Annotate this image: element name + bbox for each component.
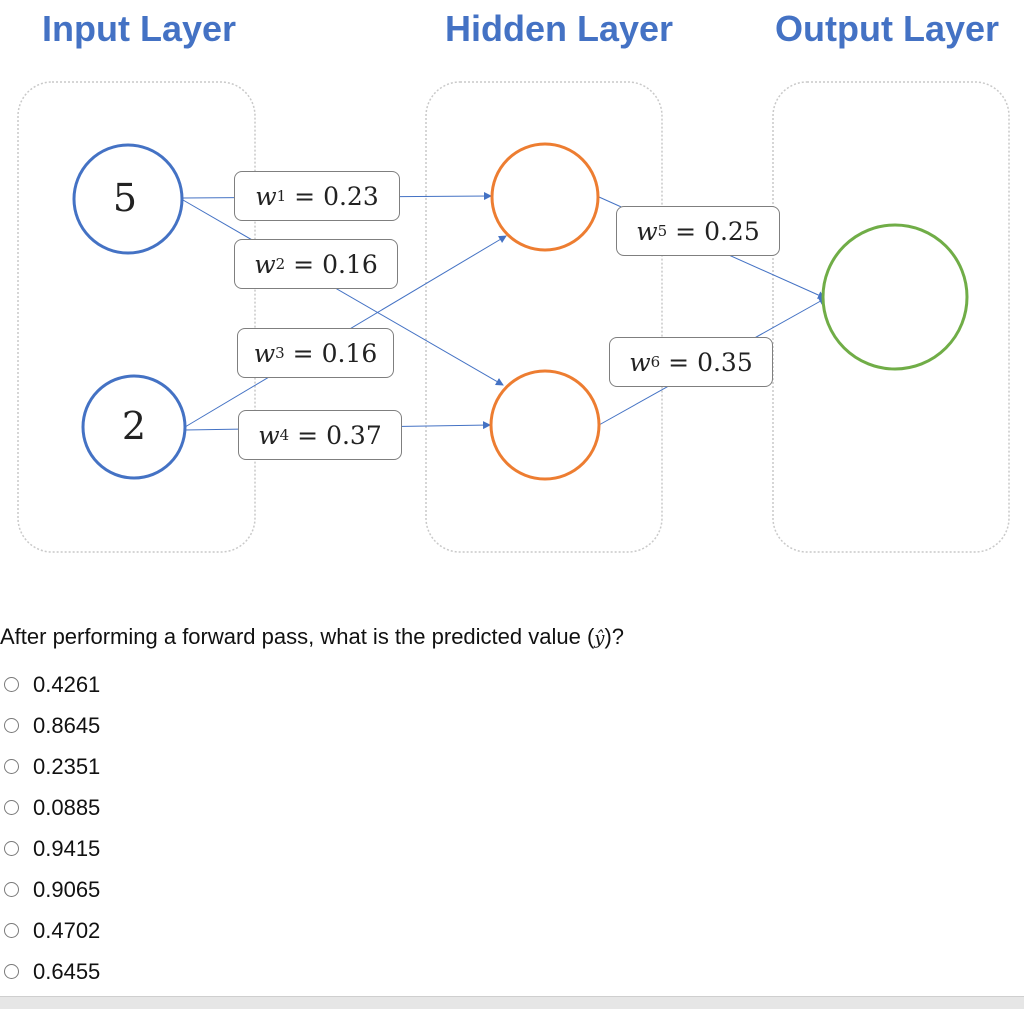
- hidden-node-1: [490, 142, 600, 252]
- bottom-scrollbar[interactable]: [0, 996, 1024, 1009]
- input-layer-title: Input Layer: [42, 8, 237, 49]
- hidden-layer-title: Hidden Layer: [445, 8, 674, 49]
- answer-option-label: 0.9415: [33, 835, 101, 861]
- weight-w1-value: = 0.23: [294, 181, 379, 211]
- weight-w5-value: = 0.25: [675, 216, 760, 246]
- weight-w5-subscript: 5: [657, 222, 668, 240]
- input-layer-panel: [17, 81, 256, 553]
- edge-w2: [182, 199, 504, 386]
- weight-w6-symbol: w: [629, 347, 651, 377]
- weight-w4-symbol: w: [258, 420, 280, 450]
- answer-option[interactable]: 0.6455: [0, 951, 100, 992]
- radio-button[interactable]: [4, 718, 19, 733]
- input-node-2: [81, 374, 187, 480]
- radio-button[interactable]: [4, 964, 19, 979]
- hidden-node-2: [489, 369, 601, 481]
- input-value-x1: 5: [112, 176, 138, 220]
- answer-option[interactable]: 0.9065: [0, 869, 100, 910]
- output-layer-panel: [772, 81, 1010, 553]
- weight-w2-subscript: 2: [275, 255, 286, 273]
- radio-button[interactable]: [4, 759, 19, 774]
- question-suffix: )?: [604, 624, 625, 649]
- weight-w1-subscript: 1: [276, 187, 287, 205]
- answer-option-label: 0.6455: [33, 958, 101, 984]
- input-node-1: [72, 143, 184, 255]
- answer-option[interactable]: 0.9415: [0, 828, 100, 869]
- radio-button[interactable]: [4, 841, 19, 856]
- answer-option-label: 0.0885: [33, 794, 101, 820]
- weight-w2-value: = 0.16: [293, 249, 378, 279]
- answer-option[interactable]: 0.8645: [0, 705, 100, 746]
- answer-option[interactable]: 0.4261: [0, 664, 100, 705]
- answer-option[interactable]: 0.4702: [0, 910, 100, 951]
- weight-w2-symbol: w: [254, 249, 276, 279]
- radio-button[interactable]: [4, 800, 19, 815]
- radio-button[interactable]: [4, 882, 19, 897]
- answer-option[interactable]: 0.2351: [0, 746, 100, 787]
- answer-option-label: 0.4261: [33, 671, 101, 697]
- output-layer-title: Output Layer: [775, 8, 1000, 49]
- weight-w3-subscript: 3: [275, 344, 285, 362]
- output-node: [821, 223, 969, 371]
- input-value-x2: 2: [121, 404, 147, 448]
- answer-option-label: 0.2351: [33, 753, 101, 779]
- weight-w6-subscript: 6: [650, 353, 661, 371]
- y-hat-symbol: ŷ: [594, 628, 605, 649]
- answer-options: 0.4261 0.8645 0.2351 0.0885 0.9415 0.906…: [0, 664, 100, 992]
- network-diagram: [17, 81, 1010, 553]
- weight-w6-value: = 0.35: [668, 347, 753, 377]
- radio-button[interactable]: [4, 677, 19, 692]
- weight-w3-symbol: w: [253, 338, 276, 368]
- weight-w5-symbol: w: [636, 216, 658, 246]
- answer-option-label: 0.4702: [33, 917, 101, 943]
- question-text: After performing a forward pass, what is…: [0, 624, 624, 650]
- question-prompt: After performing a forward pass, what is…: [0, 624, 595, 649]
- answer-option[interactable]: 0.0885: [0, 787, 100, 828]
- weight-w3-value: = 0.16: [292, 338, 378, 368]
- radio-button[interactable]: [4, 923, 19, 938]
- weight-w4-value: = 0.37: [297, 420, 382, 450]
- answer-option-label: 0.8645: [33, 712, 101, 738]
- hidden-layer-panel: [425, 81, 663, 553]
- weight-w4-subscript: 4: [279, 426, 290, 444]
- answer-option-label: 0.9065: [33, 876, 101, 902]
- weight-w1-symbol: w: [255, 181, 277, 211]
